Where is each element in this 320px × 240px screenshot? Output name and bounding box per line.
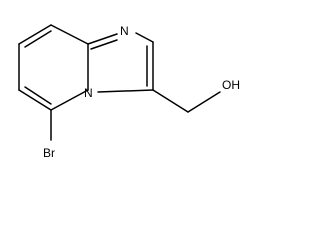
bond-c8-c8a — [50, 24, 89, 45]
chemical-structure: N N Br OH — [18, 24, 240, 160]
double-bond-c7-c8 — [24, 30, 52, 48]
bond-c3-n4 — [97, 89, 154, 93]
bond-n4-c5 — [50, 89, 89, 111]
bromine-label: Br — [43, 146, 55, 160]
bond-c8a-n1 — [87, 33, 118, 45]
pyridine-nitrogen-label: N — [84, 86, 93, 100]
imidazole-nitrogen-label: N — [120, 24, 129, 38]
double-bond-c8a-n1 — [90, 39, 118, 50]
bond-ch2-o — [187, 91, 221, 113]
bond-n1-c2 — [135, 32, 154, 43]
bond-c7-c8 — [18, 24, 52, 45]
hydroxyl-label: OH — [222, 78, 240, 92]
bond-c5-c6 — [18, 89, 52, 111]
bond-c3-ch2 — [152, 89, 189, 113]
double-bond-c5-c6 — [24, 86, 52, 105]
imidazole-ring — [87, 32, 154, 93]
pyridine-ring — [18, 24, 89, 111]
